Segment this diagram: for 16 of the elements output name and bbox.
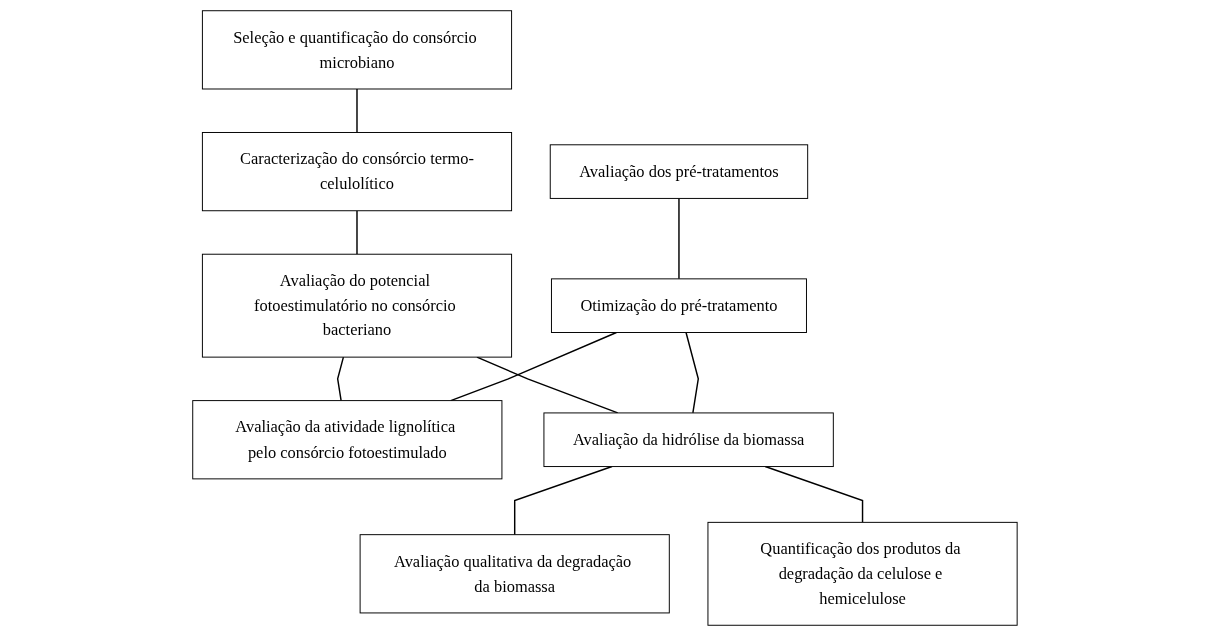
node-box: Avaliação qualitativa da degradação da biomassa <box>359 534 670 614</box>
node-box: Caracterização do consórcio termo-celulolítico <box>201 132 512 212</box>
node-box: Avaliação do potencial fotoestimulatório no consórcio bacteriano <box>201 253 512 358</box>
node-box: Avaliação da atividade lignolítica pelo consórcio fotoestimulado <box>191 400 502 480</box>
node-box: Seleção e quantificação do consórcio microbiano <box>201 10 512 90</box>
node-box: Otimização do pré-tratamento <box>550 278 807 333</box>
connector <box>684 331 699 414</box>
node-box: Avaliação da hidrólise da biomassa <box>543 412 834 468</box>
connector <box>336 356 344 402</box>
connector <box>513 465 613 536</box>
node-box: Avaliação dos pré-tratamentos <box>549 144 808 199</box>
connector <box>355 210 358 255</box>
connector <box>764 465 863 524</box>
connector <box>355 88 358 134</box>
connector <box>677 197 680 280</box>
node-box: Quantificação dos produtos da degradação da celulose e hemicelulose <box>707 521 1018 626</box>
